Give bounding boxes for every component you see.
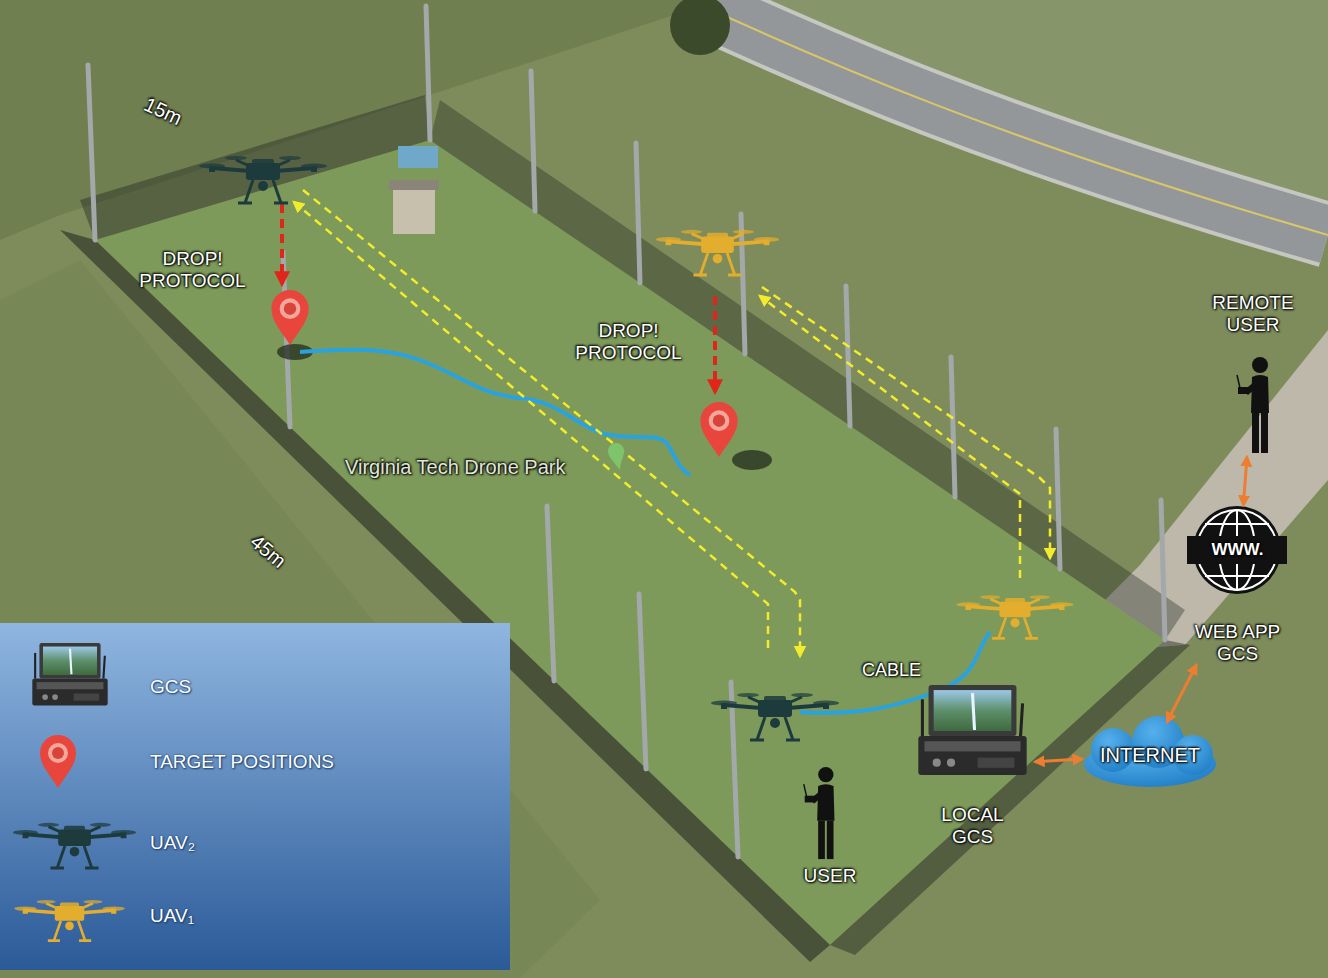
- water-tank: [398, 146, 438, 168]
- fence-pole: [731, 682, 738, 857]
- net-wall: [830, 640, 1190, 955]
- flight-path: [762, 287, 1050, 558]
- uav2-drone: [199, 156, 327, 203]
- target-shadow: [732, 450, 772, 470]
- legend-gcs-icon: [32, 643, 107, 706]
- flight-path: [760, 296, 1020, 578]
- uav1-drone: [656, 230, 779, 275]
- fence-pole: [1161, 500, 1165, 640]
- flight-path: [294, 202, 768, 648]
- node-label: INTERNET: [1082, 744, 1218, 767]
- shed-roof: [389, 180, 439, 190]
- map-label: Virginia Tech Drone Park: [345, 456, 566, 479]
- flight-paths: [294, 190, 1050, 656]
- legend-uav1-icon: [14, 900, 125, 941]
- road: [690, 0, 1328, 235]
- globe-line: [1205, 575, 1269, 577]
- uav1-drone: [956, 595, 1073, 638]
- drop-arrow: [713, 296, 717, 392]
- legend-pin-icon: [40, 735, 76, 788]
- icon-node: REMOTE USER: [1203, 292, 1303, 457]
- globe-line: [1205, 523, 1269, 525]
- legend-uav2-icon: [13, 823, 136, 868]
- icon-node: USER: [795, 762, 865, 887]
- icon-node: WWW. WEB APP GCS: [1185, 505, 1290, 665]
- shed: [393, 186, 435, 234]
- legend-text: GCS: [150, 676, 191, 698]
- icon-node: LOCAL GCS: [910, 683, 1035, 848]
- tree: [670, 0, 730, 55]
- remote-user-figure: [1237, 357, 1269, 453]
- map-label: DROP! PROTOCOL: [130, 248, 255, 292]
- node-label: LOCAL GCS: [933, 804, 1013, 848]
- target-pin: [271, 290, 308, 345]
- gcs-laptop: [918, 685, 1026, 775]
- node-label: WEB APP GCS: [1185, 621, 1290, 665]
- net-wall: [430, 100, 1185, 640]
- fence-pole: [951, 357, 955, 497]
- fence-pole: [1056, 429, 1060, 569]
- node-label: USER: [795, 865, 865, 887]
- uav2-drone: [711, 693, 839, 740]
- link-arrow: [1035, 759, 1082, 762]
- fence-pole: [531, 71, 535, 211]
- map-label: DROP! PROTOCOL: [566, 320, 691, 364]
- link-arrow: [1167, 665, 1196, 722]
- node-label: REMOTE USER: [1203, 292, 1303, 336]
- fence-pole: [426, 6, 430, 140]
- link-arrow: [1243, 457, 1247, 505]
- legend-text: UAV₁: [150, 905, 194, 927]
- flight-path: [303, 190, 800, 656]
- fence-pole: [88, 65, 95, 240]
- drop-arrow: [280, 204, 284, 284]
- map-pin: [608, 443, 624, 470]
- legend-text: UAV₂: [150, 832, 195, 854]
- fence-pole: [639, 594, 646, 769]
- fence-pole: [846, 286, 850, 426]
- node-label: WWW.: [1185, 540, 1290, 560]
- legend-panel: [0, 623, 510, 970]
- legend: GCS TARGET POSITIONS UAV₂ UAV₁: [0, 623, 510, 970]
- fence-pole: [547, 506, 554, 681]
- road-line: [690, 0, 1328, 235]
- target-pin: [700, 402, 737, 457]
- fence-pole: [636, 143, 640, 283]
- map-label: CABLE: [862, 660, 921, 681]
- user-figure: [804, 767, 835, 859]
- legend-text: TARGET POSITIONS: [150, 751, 334, 773]
- icon-node: INTERNET: [1082, 722, 1218, 788]
- road-edge: [690, 0, 1328, 235]
- net-wall: [80, 95, 430, 240]
